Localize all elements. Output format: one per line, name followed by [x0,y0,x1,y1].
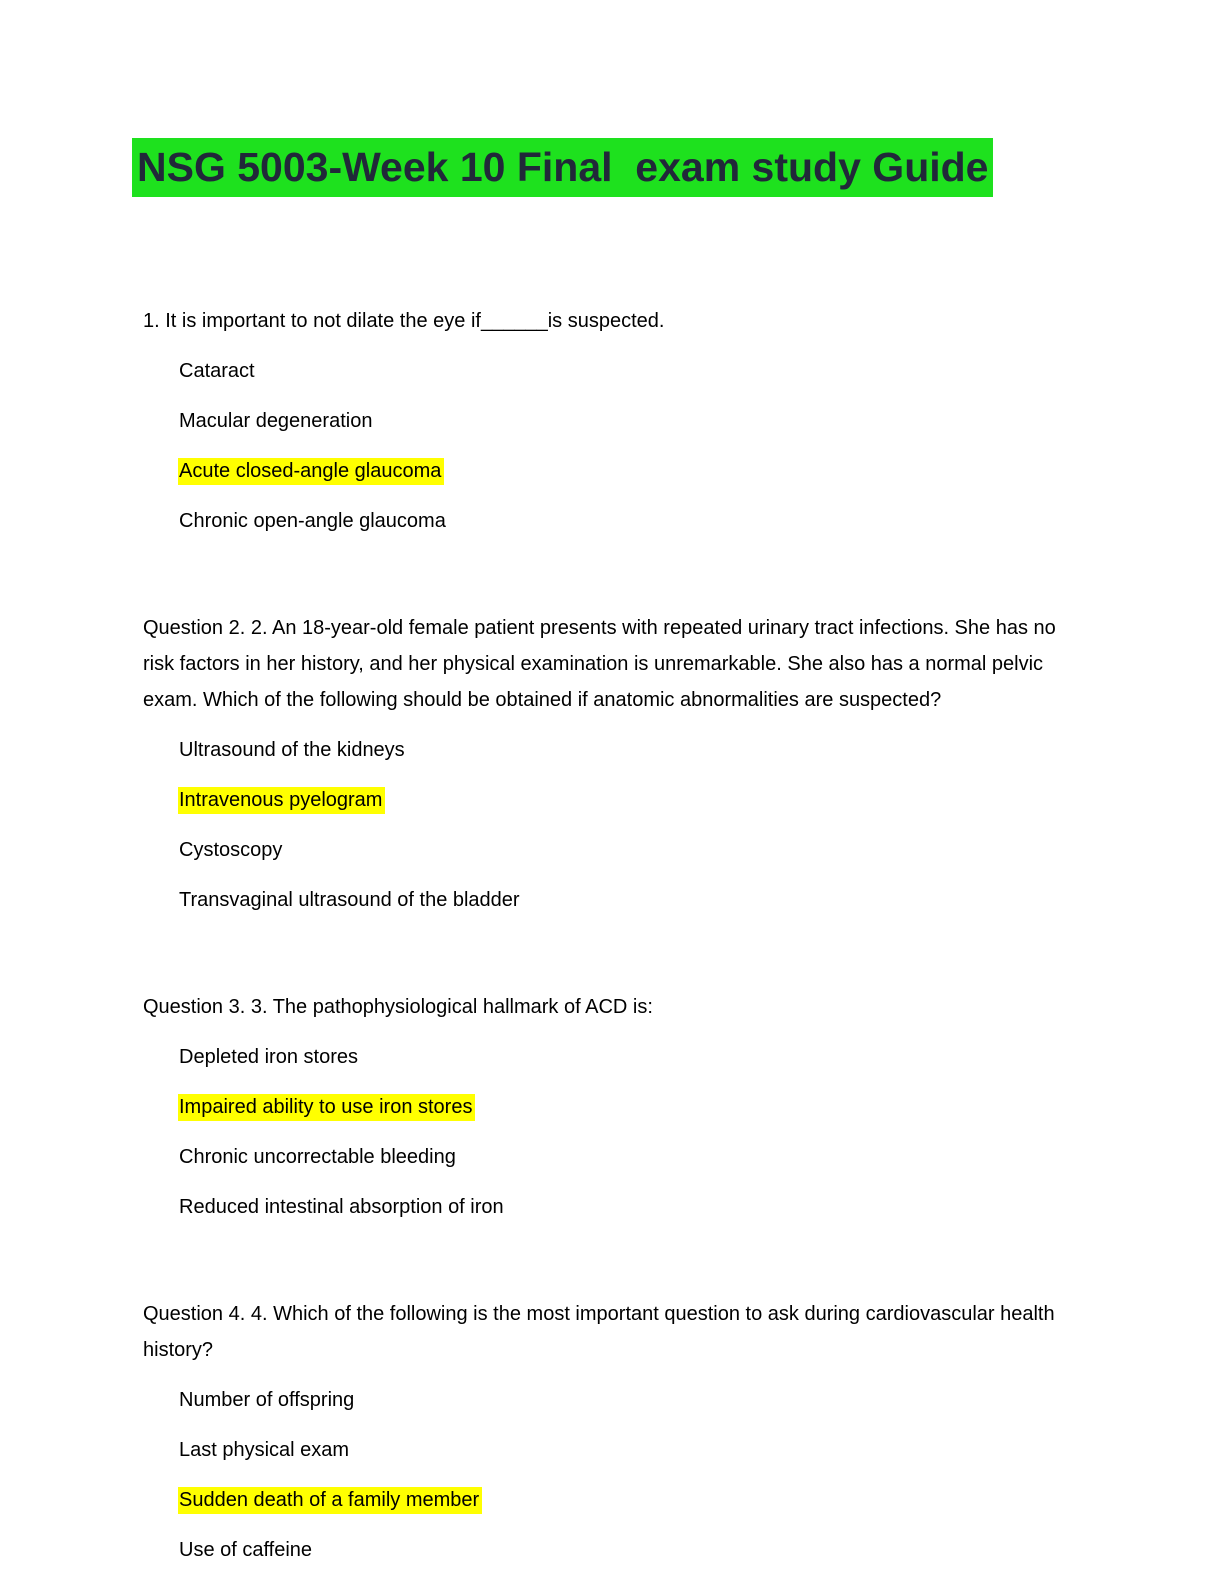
answer-option-label: Chronic open-angle glaucoma [179,510,446,532]
answer-option-label: Last physical exam [179,1439,350,1461]
answer-option-label: Intravenous pyelogram [178,787,386,814]
answer-option: Cataract [178,356,1074,386]
answer-option: Sudden death of a family member [178,1485,1074,1515]
answer-option-label: Chronic uncorrectable bleeding [179,1146,456,1168]
question-prompt: Question 2. 2. An 18-year-old female pat… [143,617,1056,711]
answer-option: Last physical exam [178,1435,1074,1465]
answer-option-label: Use of caffeine [179,1539,313,1561]
answer-option-label: Acute closed-angle glaucoma [178,458,445,485]
answer-option-label: Cataract [179,360,255,382]
question-block: Question 3. 3. The pathophysiological ha… [132,989,1074,1222]
answer-option: Chronic open-angle glaucoma [178,506,1074,536]
answer-option: Use of caffeine [178,1535,1074,1565]
answer-option-label: Depleted iron stores [179,1046,358,1068]
question-prompt: 1. It is important to not dilate the eye… [143,310,665,332]
answer-option: Impaired ability to use iron stores [178,1092,1074,1122]
page-title: NSG 5003-Week 10 Final exam study Guide [132,138,994,197]
answer-option-label: Macular degeneration [179,410,373,432]
answer-option: Acute closed-angle glaucoma [178,456,1074,486]
question-prompt: Question 4. 4. Which of the following is… [143,1303,1055,1361]
question-block: Question 2. 2. An 18-year-old female pat… [132,610,1074,915]
answer-option-label: Ultrasound of the kidneys [179,739,405,761]
answer-option-label: Number of offspring [179,1389,355,1411]
answer-option: Cystoscopy [178,835,1074,865]
options-list: Depleted iron stores Impaired ability to… [132,1042,1074,1222]
question-block: 1. It is important to not dilate the eye… [132,303,1074,536]
answer-option: Ultrasound of the kidneys [178,735,1074,765]
answer-option: Number of offspring [178,1385,1074,1415]
options-list: Ultrasound of the kidneys Intravenous py… [132,735,1074,915]
options-list: Cataract Macular degeneration Acute clos… [132,356,1074,536]
answer-option: Transvaginal ultrasound of the bladder [178,885,1074,915]
answer-option: Depleted iron stores [178,1042,1074,1072]
answer-option-label: Cystoscopy [179,839,283,861]
answer-option-label: Transvaginal ultrasound of the bladder [179,889,520,911]
answer-option: Reduced intestinal absorption of iron [178,1192,1074,1222]
question-list: 1. It is important to not dilate the eye… [132,303,1074,1565]
answer-option-label: Sudden death of a family member [178,1487,483,1514]
answer-option: Chronic uncorrectable bleeding [178,1142,1074,1172]
question-prompt: Question 3. 3. The pathophysiological ha… [143,996,653,1018]
answer-option: Macular degeneration [178,406,1074,436]
answer-option-label: Reduced intestinal absorption of iron [179,1196,504,1218]
answer-option-label: Impaired ability to use iron stores [178,1094,476,1121]
answer-option: Intravenous pyelogram [178,785,1074,815]
options-list: Number of offspring Last physical exam S… [132,1385,1074,1565]
question-block: Question 4. 4. Which of the following is… [132,1296,1074,1565]
